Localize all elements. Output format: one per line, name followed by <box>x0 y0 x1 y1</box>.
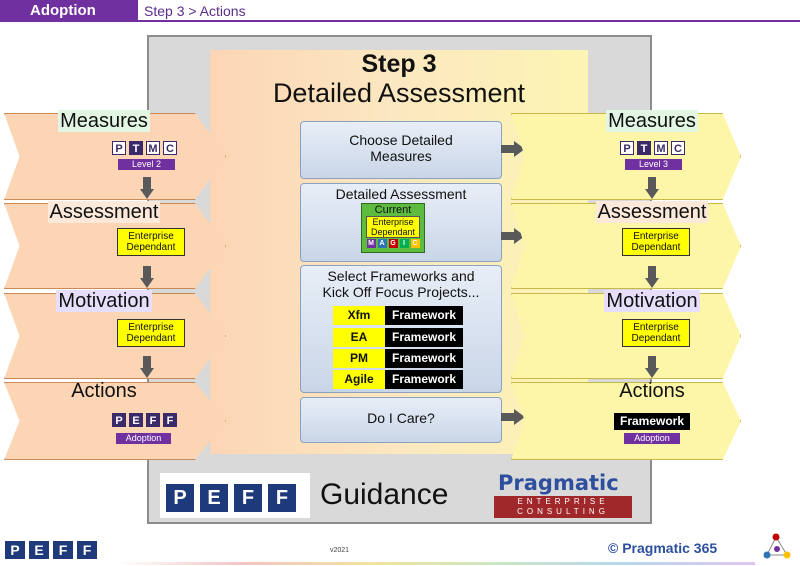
ptmc-tile: M <box>654 141 668 155</box>
detailed-title: Detailed Assessment <box>335 186 467 202</box>
peff-tile: F <box>163 413 177 427</box>
peff-tile: P <box>166 484 194 512</box>
step-subtitle: Detailed Assessment <box>272 78 526 108</box>
magic-logo: M A G I C <box>366 239 420 248</box>
do-i-care-box[interactable]: Do I Care? <box>300 397 502 443</box>
select-line1: Select Frameworks and <box>327 268 475 284</box>
right-framework-tag: Framework <box>614 413 690 430</box>
peff-tile: F <box>53 541 73 559</box>
pragmatic-brand: Pragmatic <box>498 471 619 495</box>
breadcrumb: Step 3 > Actions <box>138 0 800 22</box>
framework-tag: Framework <box>385 370 463 389</box>
footer-rainbow-line <box>115 562 755 565</box>
copyright-label: © Pragmatic 365 <box>608 540 718 556</box>
ptmc-tile: C <box>163 141 177 155</box>
right-measures-title: Measures <box>606 110 698 132</box>
down-arrow-icon <box>140 177 154 199</box>
framework-row-ea[interactable]: EA Framework <box>333 328 463 347</box>
choose-line1: Choose Detailed <box>349 132 453 148</box>
down-arrow-icon <box>645 266 659 288</box>
ptmc-tile: P <box>620 141 634 155</box>
right-level-badge: Level 3 <box>625 159 682 170</box>
guidance-label: Guidance <box>320 478 449 511</box>
left-motivation-title: Motivation <box>56 290 152 312</box>
peff-tile: E <box>129 413 143 427</box>
left-ptmc-logo: P T M C <box>112 141 177 155</box>
right-arrow-icon <box>501 409 525 425</box>
peff-tile: P <box>5 541 25 559</box>
right-arrow-icon <box>501 228 525 244</box>
network-logo-icon <box>763 533 791 559</box>
peff-big-logo: P E F F <box>166 484 296 512</box>
peff-tile: F <box>146 413 160 427</box>
step-title: Step 3 <box>361 50 437 78</box>
select-line2: Kick Off Focus Projects... <box>322 284 480 300</box>
framework-tag: Framework <box>385 328 463 347</box>
version-label: v2021 <box>330 547 350 554</box>
framework-name: EA <box>333 328 385 347</box>
framework-row-agile[interactable]: Agile Framework <box>333 370 463 389</box>
framework-name: Xfm <box>333 306 385 325</box>
ptmc-tile: M <box>146 141 160 155</box>
framework-name: Agile <box>333 370 385 389</box>
right-adoption-badge: Adoption <box>624 433 680 444</box>
ptmc-tile: P <box>112 141 126 155</box>
ptmc-tile: T <box>637 141 651 155</box>
right-ptmc-logo: P T M C <box>620 141 685 155</box>
peff-tile: P <box>112 413 126 427</box>
down-arrow-icon <box>645 356 659 378</box>
choose-measures-box[interactable]: Choose Detailed Measures <box>300 121 502 179</box>
left-assessment-title: Assessment <box>47 201 161 223</box>
left-adoption-badge: Adoption <box>116 433 171 444</box>
down-arrow-icon <box>140 266 154 288</box>
ptmc-tile: T <box>129 141 143 155</box>
do-i-care-label: Do I Care? <box>367 410 435 426</box>
framework-row-xfm[interactable]: Xfm Framework <box>333 306 463 325</box>
peff-tile: F <box>234 484 262 512</box>
framework-tag: Framework <box>385 349 463 368</box>
peff-tile: F <box>268 484 296 512</box>
right-motivation-title: Motivation <box>604 290 700 312</box>
left-peff-logo: P E F F <box>112 413 177 427</box>
ptmc-tile: C <box>671 141 685 155</box>
left-level-badge: Level 2 <box>118 159 175 170</box>
left-measures-title: Measures <box>58 110 150 132</box>
peff-tile: F <box>77 541 97 559</box>
right-actions-title: Actions <box>619 380 685 402</box>
peff-tile: E <box>200 484 228 512</box>
framework-tag: Framework <box>385 306 463 325</box>
peff-tile: E <box>29 541 49 559</box>
section-tab[interactable]: Adoption <box>0 0 138 22</box>
framework-name: PM <box>333 349 385 368</box>
framework-row-pm[interactable]: PM Framework <box>333 349 463 368</box>
down-arrow-icon <box>645 177 659 199</box>
right-arrow-icon <box>501 141 525 157</box>
pragmatic-brand-bar <box>494 496 632 518</box>
left-actions-title: Actions <box>71 380 137 402</box>
choose-line2: Measures <box>370 148 432 164</box>
right-assessment-title: Assessment <box>595 201 709 223</box>
down-arrow-icon <box>140 356 154 378</box>
peff-small-logo: P E F F <box>5 541 97 559</box>
